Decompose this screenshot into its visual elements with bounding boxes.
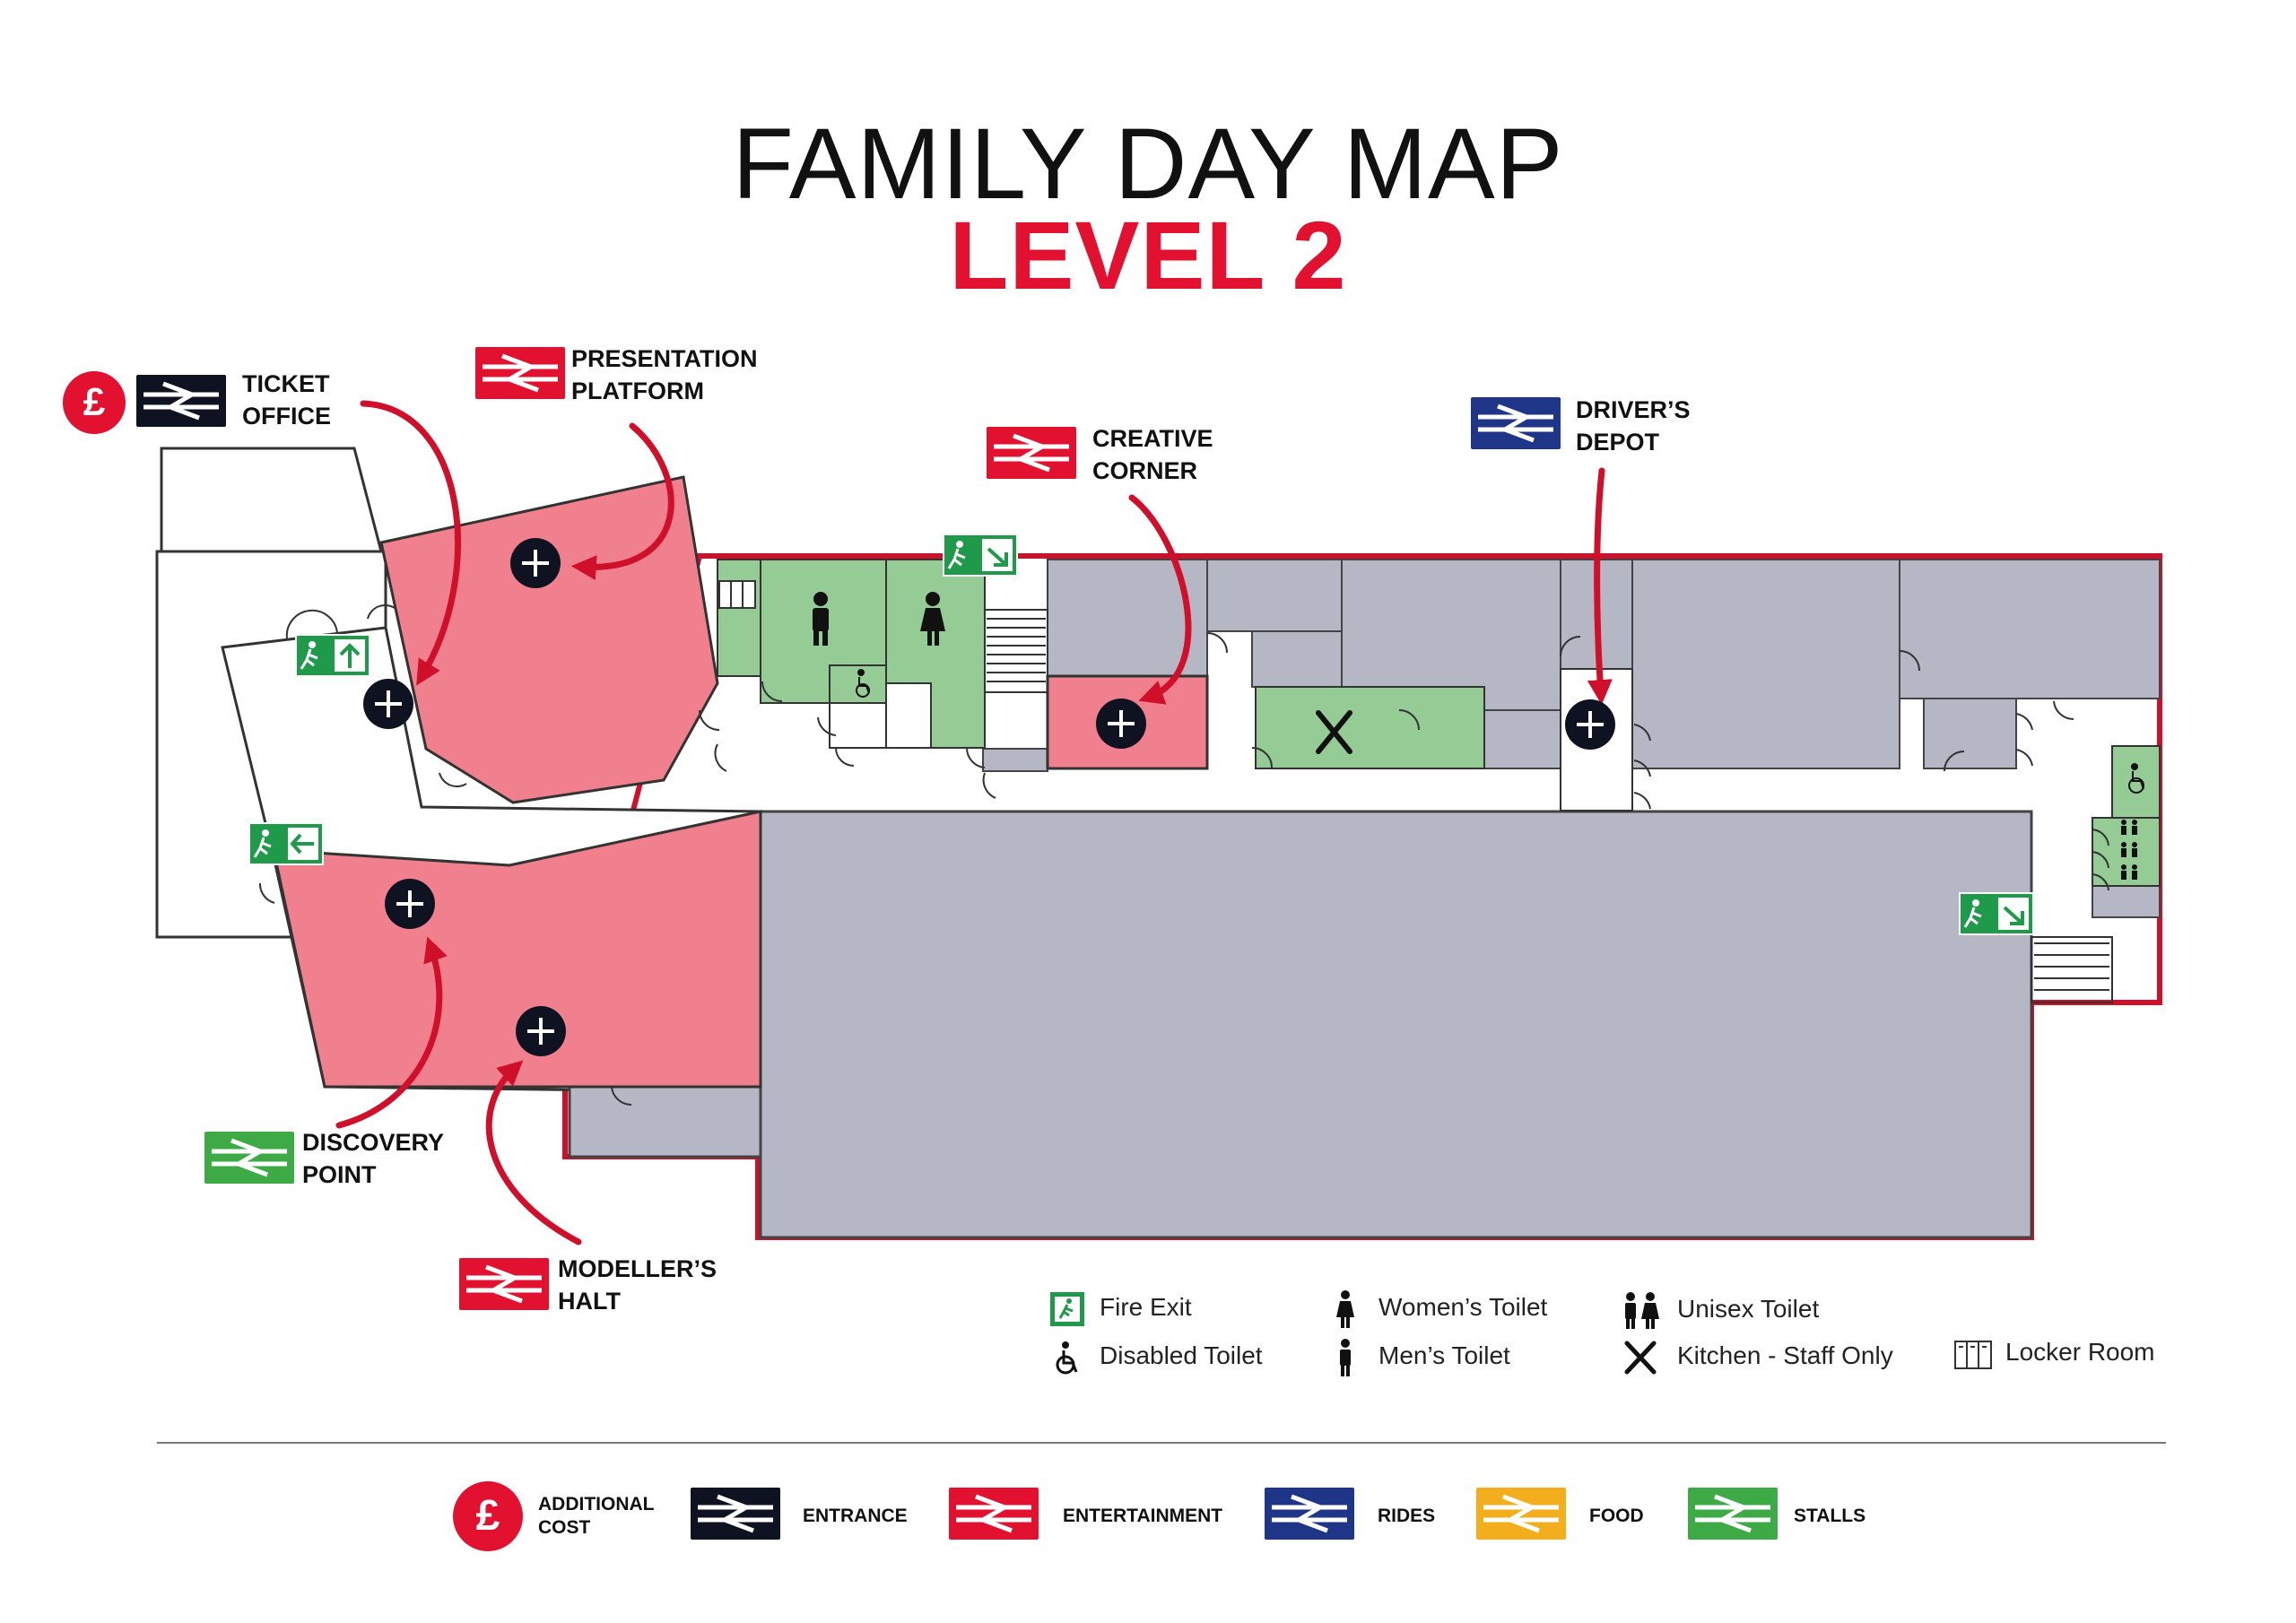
- legend-label: Fire Exit: [1100, 1293, 1192, 1321]
- category-food-icon: [1476, 1488, 1566, 1540]
- ticket-hall-annex: [160, 447, 383, 553]
- rail-logo-icon: [136, 375, 226, 427]
- woman-icon: [920, 592, 945, 646]
- category-stalls: STALLS: [1794, 1506, 1866, 1526]
- closed-room: [982, 748, 1048, 772]
- rail-logo-icon: [475, 347, 565, 399]
- closed-room: [2092, 885, 2161, 918]
- man-icon: [1340, 1339, 1351, 1376]
- category-entrance-icon: [691, 1488, 780, 1540]
- wheelchair-icon: [856, 669, 870, 698]
- fire-exit-sign: [248, 822, 324, 865]
- locker-icon: [718, 580, 756, 609]
- closed-room: [1923, 698, 2017, 769]
- category-entertainment: ENTERTAINMENT: [1063, 1506, 1223, 1526]
- legend-label: Women’s Toilet: [1378, 1293, 1548, 1321]
- east-stair-well: [2031, 936, 2113, 1003]
- rail-logo-icon: [204, 1132, 294, 1184]
- man-icon: [813, 592, 829, 646]
- closed-room-sw: [568, 1085, 762, 1159]
- additional-cost-badge: £: [453, 1481, 523, 1551]
- fire-exit-sign: [1959, 892, 2034, 935]
- category-rides: RIDES: [1378, 1506, 1436, 1526]
- legend-label: Men’s Toilet: [1378, 1341, 1510, 1369]
- legend-label: Locker Room: [2005, 1338, 2155, 1366]
- corridor-room: [885, 682, 932, 749]
- presentation-platform-label: PRESENTATION PLATFORM: [571, 345, 758, 404]
- unisex-icon: [2121, 820, 2137, 880]
- woman-icon: [1336, 1290, 1354, 1328]
- running-man-exit-icon: [1050, 1292, 1084, 1326]
- category-additional-cost: ADDITIONAL COST: [538, 1494, 655, 1538]
- level-subtitle: LEVEL 2: [949, 201, 1347, 309]
- category-stalls-icon: [1688, 1488, 1778, 1540]
- fire-exit-sign: [943, 534, 1018, 577]
- legend-label: Unisex Toilet: [1677, 1295, 1820, 1323]
- closed-room: [1341, 559, 1561, 711]
- locker-icon: [1954, 1341, 1992, 1369]
- stairs: [987, 618, 2109, 991]
- doors: [258, 603, 2109, 1107]
- fork-knife-icon: [1624, 1341, 1657, 1375]
- closed-room: [1483, 709, 1561, 769]
- wheelchair-icon: [1056, 1341, 1078, 1375]
- closed-room: [1251, 630, 1343, 688]
- page-title: FAMILY DAY MAP: [732, 108, 1564, 220]
- category-food: FOOD: [1589, 1506, 1644, 1526]
- fork-knife-icon: [1316, 710, 1352, 754]
- additional-cost-badge: £: [63, 371, 126, 434]
- closed-room: [1631, 559, 1900, 769]
- plus-circle-icon[interactable]: [1096, 699, 1146, 749]
- closed-room: [1206, 559, 1343, 632]
- ticket-office-label: TICKET OFFICE: [242, 370, 331, 430]
- plus-circle-icon[interactable]: [363, 679, 413, 729]
- plus-circle-icon[interactable]: [510, 538, 561, 588]
- unisex-icon: [1625, 1292, 1659, 1329]
- closed-room: [1899, 559, 2161, 699]
- plus-circle-icon[interactable]: [1565, 699, 1615, 750]
- wheelchair-icon: [2128, 763, 2144, 794]
- rail-logo-icon: [987, 427, 1076, 479]
- rail-logo-icon: [1471, 397, 1561, 449]
- legend-divider: [157, 1442, 2166, 1444]
- category-rides-icon: [1265, 1488, 1354, 1540]
- stalls-area: [717, 559, 761, 677]
- category-entertainment-icon: [949, 1488, 1039, 1540]
- discovery-point-area: [272, 810, 762, 1089]
- legend-label: Disabled Toilet: [1100, 1341, 1263, 1369]
- modellers-halt-label: MODELLER’S HALT: [558, 1255, 718, 1315]
- category-entrance: ENTRANCE: [803, 1506, 908, 1526]
- drivers-depot-label: DRIVER’S DEPOT: [1576, 396, 1691, 456]
- closed-hall: [759, 810, 2033, 1239]
- stair-well: [984, 609, 1048, 693]
- corridor-room: [829, 702, 887, 749]
- plus-circle-icon[interactable]: [516, 1006, 566, 1056]
- legend-label: Kitchen - Staff Only: [1677, 1341, 1893, 1369]
- stalls-kitchen-area: [1255, 686, 1485, 769]
- rail-logo-icon: [459, 1258, 549, 1310]
- callout-arrows: [335, 400, 1613, 1245]
- discovery-point-label: DISCOVERY POINT: [302, 1129, 444, 1188]
- plus-circle-icon[interactable]: [385, 879, 435, 929]
- creative-corner-label: CREATIVE CORNER: [1092, 425, 1213, 484]
- fire-exit-sign: [295, 634, 370, 677]
